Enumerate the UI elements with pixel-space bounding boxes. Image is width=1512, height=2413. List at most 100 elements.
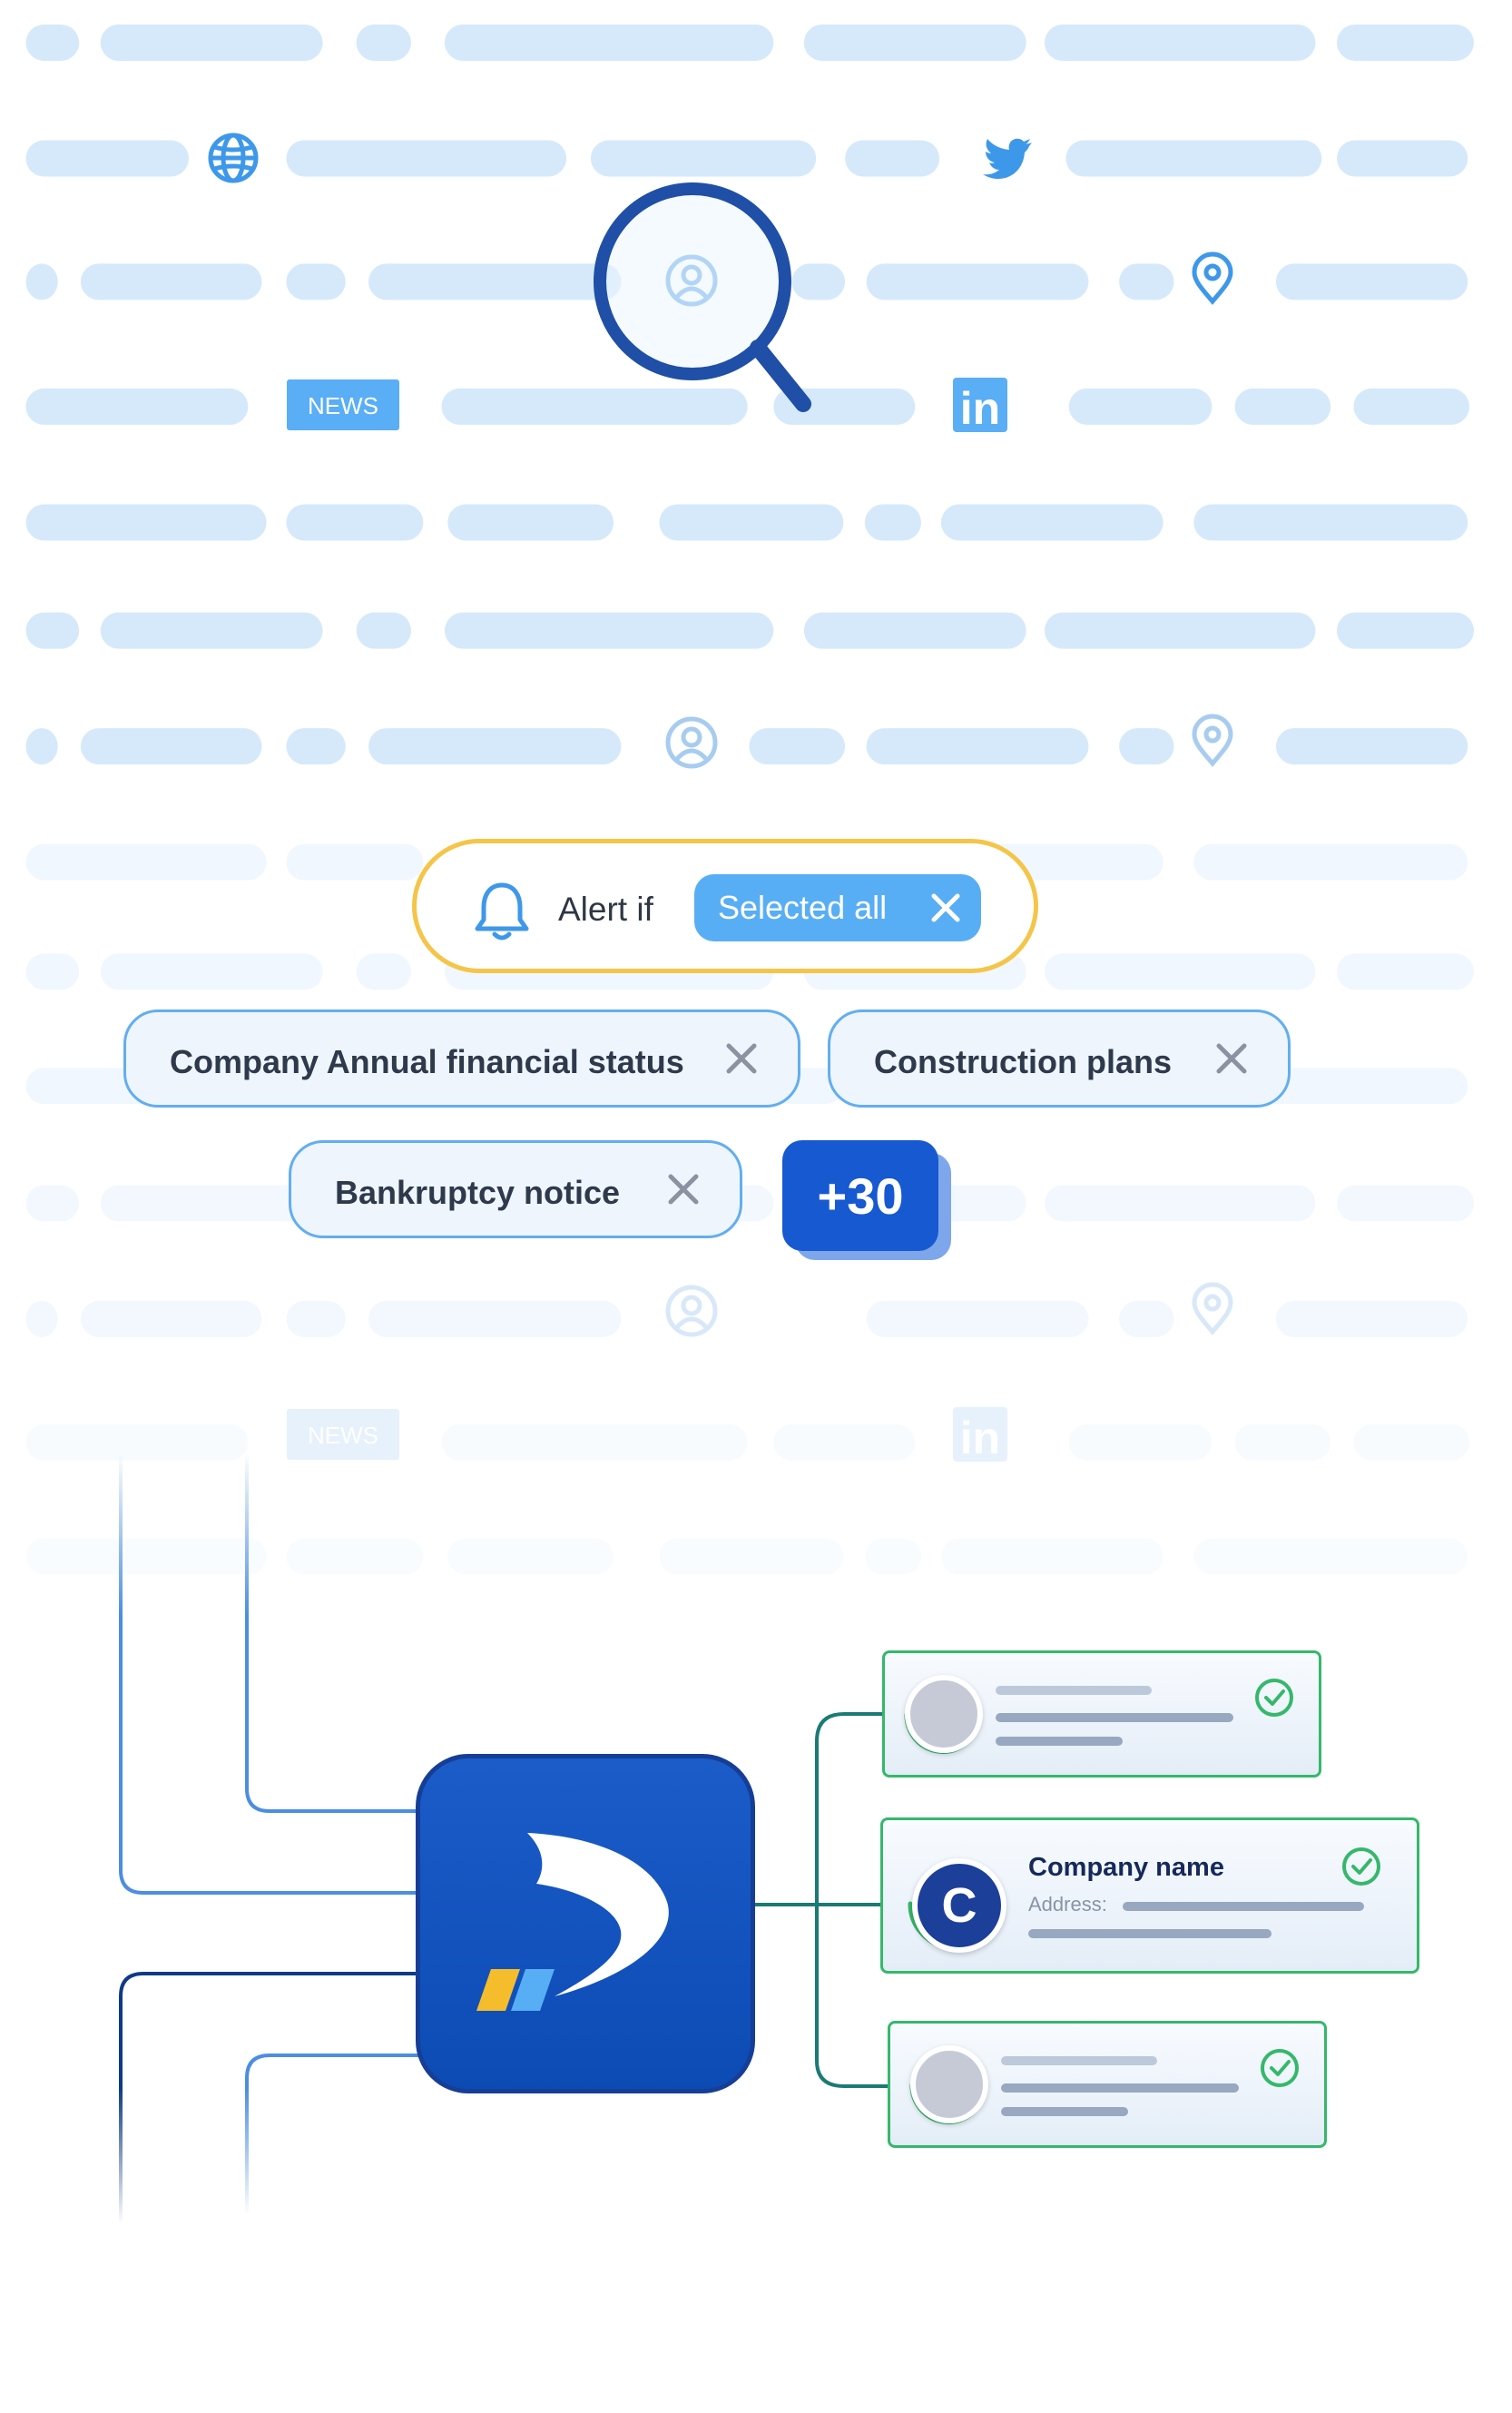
more-filters-button[interactable]: +30: [782, 1140, 955, 1260]
placeholder-bar: [864, 1538, 921, 1575]
placeholder-bar: [1193, 843, 1468, 881]
placeholder-bar: [80, 263, 262, 300]
logo-mark: [476, 1833, 669, 2011]
placeholder-bar: [286, 1538, 424, 1575]
placeholder-bar: [773, 1423, 916, 1461]
placeholder-bar: [866, 728, 1089, 765]
result-card[interactable]: [888, 2021, 1327, 2148]
placeholder-bar: [100, 953, 323, 990]
svg-text:NEWS: NEWS: [308, 1422, 378, 1449]
placeholder-bar: [25, 1423, 249, 1461]
placeholder-bar: [368, 728, 622, 765]
filter-pill-bankruptcy-notice: Bankruptcy notice: [289, 1140, 742, 1238]
placeholder-bar: [940, 1538, 1163, 1575]
selected-all-chip[interactable]: Selected all: [694, 874, 981, 941]
location-pin-icon: [1192, 251, 1233, 305]
location-pin-icon: [1192, 714, 1233, 767]
placeholder-bar: [1275, 1300, 1468, 1337]
placeholder-bar: [25, 1538, 267, 1575]
placeholder-bar: [286, 728, 346, 765]
filter-label: Company Annual financial status: [170, 1043, 684, 1080]
avatar: [905, 1675, 983, 1753]
user-circle-icon: [665, 716, 718, 769]
close-icon[interactable]: [663, 1169, 703, 1209]
connector-line: [119, 1972, 419, 2224]
placeholder-bar: [1119, 1300, 1174, 1337]
placeholder-bar: [1065, 140, 1322, 177]
background-layer: NEWS in NEWS in: [25, 25, 1474, 1575]
close-icon[interactable]: [1212, 1039, 1252, 1078]
placeholder-bar: [1068, 388, 1213, 425]
placeholder-bar: [286, 504, 424, 541]
placeholder-bar: [1337, 612, 1474, 649]
placeholder-bar: [1193, 504, 1468, 541]
filter-label: Construction plans: [874, 1043, 1173, 1080]
twitter-icon: [983, 138, 1032, 180]
placeholder-bar: [940, 504, 1163, 541]
check-circle-icon: [1255, 1679, 1293, 1717]
selected-all-label: Selected all: [718, 889, 888, 926]
placeholder-bar: [1337, 140, 1468, 177]
placeholder-bar: [368, 263, 622, 300]
placeholder-line: [1001, 2083, 1239, 2093]
placeholder-line: [996, 1713, 1233, 1722]
placeholder-bar: [1044, 1185, 1316, 1222]
placeholder-bar: [1337, 25, 1474, 61]
placeholder-bar: [659, 504, 844, 541]
placeholder-bar: [590, 140, 817, 177]
alert-bar: Alert if Selected all: [412, 839, 1038, 973]
placeholder-bar: [444, 25, 774, 61]
magnifier-icon: [594, 182, 811, 412]
placeholder-bar: [100, 612, 323, 649]
placeholder-bar: [1068, 1423, 1213, 1461]
placeholder-bar: [659, 1538, 844, 1575]
placeholder-bar: [1193, 1538, 1468, 1575]
placeholder-bar: [845, 140, 940, 177]
placeholder-bar: [356, 953, 411, 990]
placeholder-bar: [356, 25, 411, 61]
placeholder-bar: [286, 263, 346, 300]
close-icon[interactable]: [927, 889, 965, 927]
placeholder-bar: [25, 953, 80, 990]
location-pin-icon: [1192, 1282, 1233, 1335]
more-count: +30: [782, 1140, 938, 1251]
placeholder-bar: [866, 263, 1089, 300]
news-badge: NEWS: [287, 379, 399, 430]
company-name: Company name: [1028, 1853, 1224, 1882]
placeholder-bar: [286, 1300, 346, 1337]
placeholder-bar: [286, 140, 567, 177]
placeholder-bar: [1044, 953, 1316, 990]
placeholder-bar: [1119, 728, 1174, 765]
placeholder-bar: [1119, 263, 1174, 300]
placeholder-bar: [803, 25, 1026, 61]
placeholder-bar: [1275, 728, 1468, 765]
placeholder-bar: [25, 25, 80, 61]
placeholder-bar: [25, 728, 58, 765]
placeholder-bar: [25, 388, 249, 425]
placeholder-bar: [791, 263, 846, 300]
close-icon[interactable]: [722, 1039, 761, 1078]
linkedin-icon: in: [953, 378, 1007, 434]
check-circle-icon: [1261, 2049, 1299, 2087]
alert-label: Alert if: [558, 891, 653, 928]
placeholder-bar: [356, 612, 411, 649]
address-label: Address:: [1028, 1893, 1107, 1916]
placeholder-line: [1001, 2107, 1128, 2116]
svg-text:NEWS: NEWS: [308, 392, 378, 419]
placeholder-bar: [1275, 263, 1468, 300]
placeholder-bar: [80, 1300, 262, 1337]
result-card[interactable]: [882, 1650, 1321, 1778]
placeholder-bar: [447, 504, 614, 541]
placeholder-bar: [100, 25, 323, 61]
avatar: [910, 2045, 988, 2123]
placeholder-bar: [25, 263, 58, 300]
company-result-card[interactable]: C Company name Address:: [880, 1817, 1419, 1974]
placeholder-bar: [1044, 25, 1316, 61]
placeholder-bar: [1234, 388, 1331, 425]
placeholder-bar: [866, 1300, 1089, 1337]
placeholder-bar: [286, 843, 424, 881]
check-circle-icon: [1342, 1847, 1380, 1886]
news-badge: NEWS: [287, 1409, 399, 1460]
connector-line: [245, 2054, 419, 2215]
